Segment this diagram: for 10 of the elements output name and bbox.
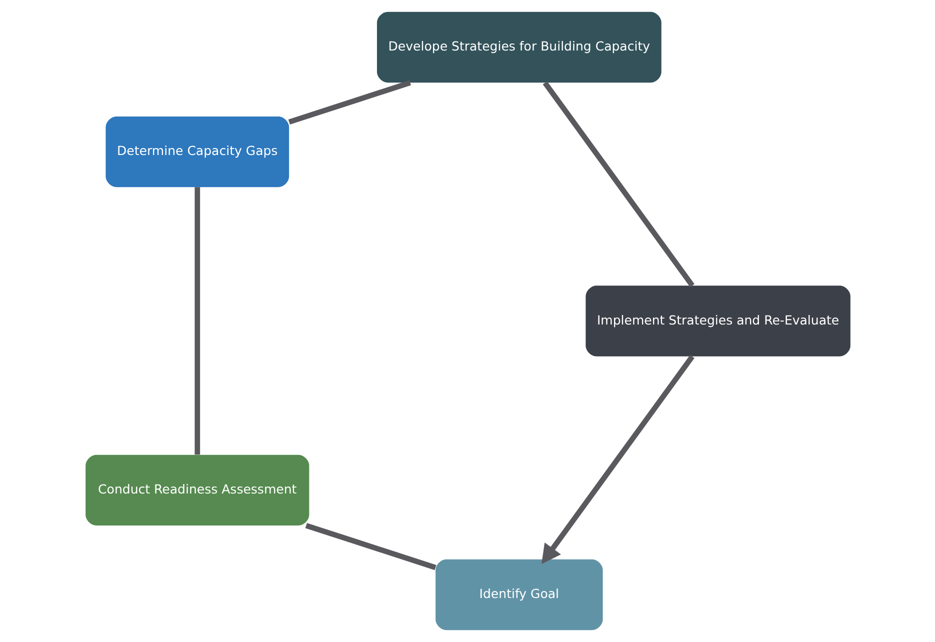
- connector: [194, 187, 200, 455]
- connector: [304, 522, 436, 570]
- node-box: Determine Capacity Gaps: [105, 116, 289, 188]
- node-box: Implement Strategies and Re-Evaluate: [585, 286, 850, 356]
- node-box: Identify Goal: [435, 559, 602, 630]
- connector: [288, 80, 410, 125]
- connector: [542, 81, 694, 288]
- node-box: Conduct Readiness Assessment: [85, 454, 309, 526]
- node-box: Develope Strategies for Building Capacity: [376, 12, 661, 83]
- arrow: [541, 354, 694, 564]
